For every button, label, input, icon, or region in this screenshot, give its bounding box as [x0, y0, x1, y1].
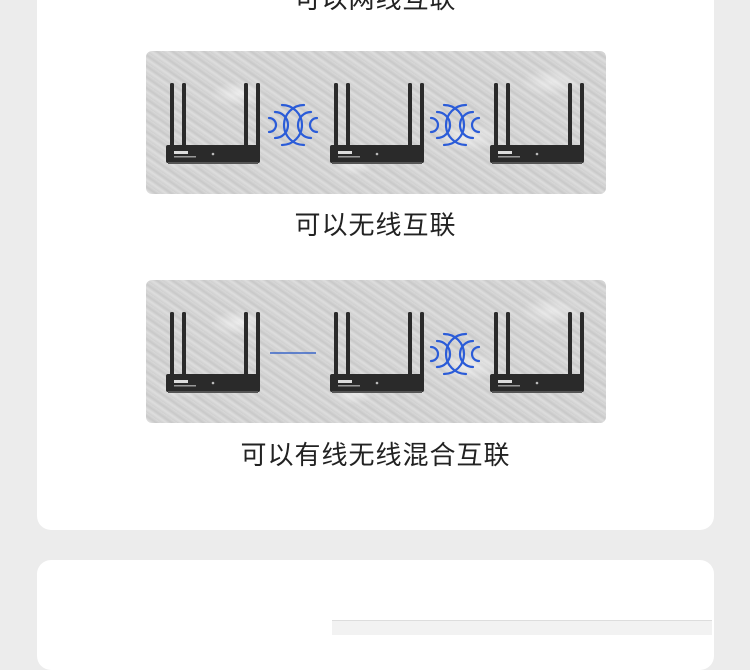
router-icon: [166, 312, 260, 393]
router-icon: [490, 312, 584, 393]
mixed-diagram-svg: [166, 312, 584, 393]
wireless-signal-icon: [429, 332, 481, 376]
router-icon: [490, 83, 584, 164]
router-icon: [330, 83, 424, 164]
device-image-partial: [332, 620, 712, 635]
wireless-interconnect-diagram: [146, 51, 606, 194]
wireless-signal-icon: [267, 103, 319, 147]
feature-card: 可以网线互联 可以无线互联 可以有线无线混合互联: [37, 0, 714, 530]
caption-wired-interconnect: 可以网线互联: [294, 0, 457, 15]
router-icon: [166, 83, 260, 164]
next-feature-card: [37, 560, 714, 670]
mixed-interconnect-diagram: [146, 280, 606, 423]
caption-wireless-interconnect: 可以无线互联: [294, 211, 457, 241]
wireless-signal-icon: [429, 103, 481, 147]
wireless-diagram-svg: [166, 83, 584, 164]
router-icon: [330, 312, 424, 393]
caption-mixed-interconnect: 可以有线无线混合互联: [240, 441, 511, 471]
